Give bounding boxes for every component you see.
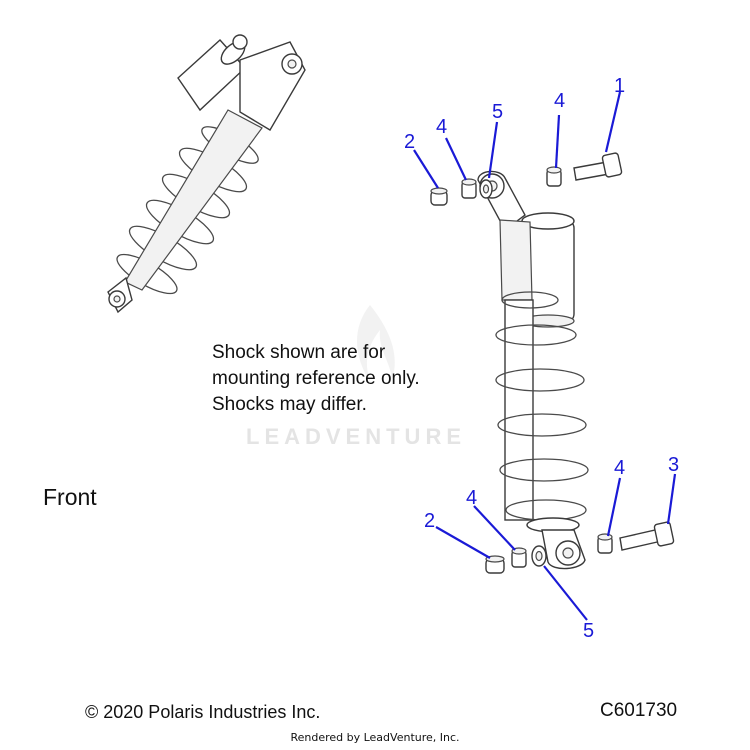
spacer-part-2-top	[430, 187, 448, 206]
bushing-part-4-top-left	[461, 178, 477, 199]
leadventure-watermark-text: LEADVENTURE	[246, 424, 467, 449]
callout-2-bottom: 2	[424, 510, 435, 532]
spacer-part-2-bottom	[485, 555, 505, 574]
bolt-part-1	[573, 152, 623, 181]
callout-5-top: 5	[492, 101, 503, 123]
callout-2-top: 2	[404, 131, 415, 153]
callout-3-bottom: 3	[668, 454, 679, 476]
bushing-part-4-top-right	[546, 166, 562, 187]
callout-1-top: 1	[614, 75, 625, 97]
bushing-part-4-bottom-right	[597, 533, 613, 554]
callout-leader-lines	[413, 91, 677, 621]
note-line-1: Shock shown are for	[212, 342, 386, 363]
callout-4-top-right: 4	[554, 90, 565, 112]
reference-shock-left	[107, 34, 306, 314]
bushing-part-4-bottom-left	[511, 547, 527, 568]
copyright-notice: © 2020 Polaris Industries Inc.	[85, 702, 321, 722]
bolt-part-3	[619, 521, 675, 551]
callout-numbers: 1 4 5 4 2 3 4 4 2 5	[404, 75, 679, 642]
front-orientation-label: Front	[43, 484, 97, 510]
diagram-code: C601730	[600, 700, 678, 721]
washer-part-5-top	[479, 179, 493, 199]
washer-part-5-bottom	[531, 545, 547, 567]
callout-5-bottom: 5	[583, 620, 594, 642]
note-line-2: mounting reference only.	[212, 368, 420, 389]
rendered-by-credit: Rendered by LeadVenture, Inc.	[290, 731, 460, 744]
main-shock	[477, 170, 589, 570]
callout-4-bottom-left: 4	[466, 487, 477, 509]
callout-4-top-left: 4	[436, 116, 447, 138]
leadventure-flame-logo-watermark	[357, 305, 395, 385]
mounting-reference-note: Shock shown are for mounting reference o…	[212, 340, 472, 418]
note-line-3: Shocks may differ.	[212, 394, 367, 415]
main-shock-reservoir	[521, 212, 575, 328]
top-mounting-hardware	[430, 152, 623, 206]
main-shock-spring	[495, 291, 589, 521]
bottom-mounting-hardware	[485, 521, 675, 574]
callout-4-bottom-right: 4	[614, 457, 625, 479]
